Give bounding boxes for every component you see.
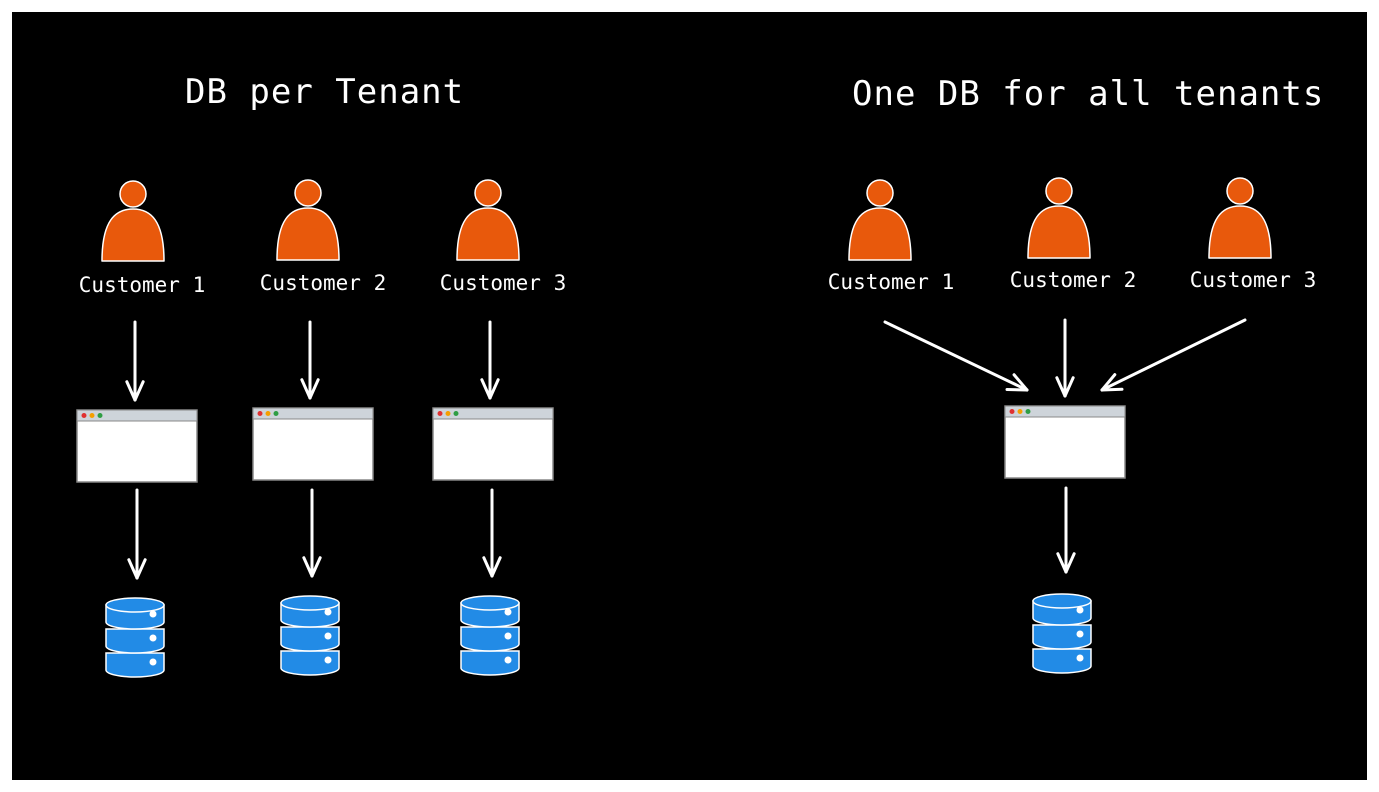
- left-customer-3-person-icon: [456, 179, 520, 261]
- left-database-3-icon: [460, 595, 520, 676]
- right-customer-3-person-icon: [1208, 177, 1272, 259]
- left-arrow-app-3-to-db: [482, 488, 502, 578]
- left-database-1-icon: [105, 597, 165, 678]
- right-arrow-app-to-db: [1056, 486, 1076, 574]
- right-panel-title: One DB for all tenants: [852, 74, 1325, 114]
- right-arrow-customer-1-to-app: [883, 320, 1029, 392]
- left-customer-2-person-icon: [276, 179, 340, 261]
- right-arrow-customer-3-to-app: [1100, 318, 1247, 392]
- right-customer-2-person-icon: [1027, 177, 1091, 259]
- left-app-window-3-icon: [432, 407, 554, 481]
- right-customer-2-label: Customer 2: [1009, 268, 1137, 292]
- right-arrow-customer-2-to-app: [1055, 318, 1075, 398]
- left-customer-1-label: Customer 1: [78, 273, 206, 297]
- diagram-canvas: [12, 12, 1367, 780]
- left-arrow-app-2-to-db: [302, 488, 322, 578]
- left-arrow-customer-3-to-app: [480, 320, 500, 400]
- left-arrow-app-1-to-db: [127, 488, 147, 580]
- left-app-window-1-icon: [76, 409, 198, 483]
- right-customer-3-label: Customer 3: [1189, 268, 1317, 292]
- left-arrow-customer-1-to-app: [125, 320, 145, 402]
- left-customer-2-label: Customer 2: [259, 271, 387, 295]
- left-database-2-icon: [280, 595, 340, 676]
- left-customer-1-person-icon: [101, 180, 165, 262]
- left-app-window-2-icon: [252, 407, 374, 481]
- right-customer-1-label: Customer 1: [827, 270, 955, 294]
- right-shared-app-window-icon: [1004, 405, 1126, 479]
- left-panel-title: DB per Tenant: [185, 72, 465, 112]
- left-arrow-customer-2-to-app: [300, 320, 320, 400]
- right-shared-database-icon: [1032, 593, 1092, 674]
- right-customer-1-person-icon: [848, 179, 912, 261]
- left-customer-3-label: Customer 3: [439, 271, 567, 295]
